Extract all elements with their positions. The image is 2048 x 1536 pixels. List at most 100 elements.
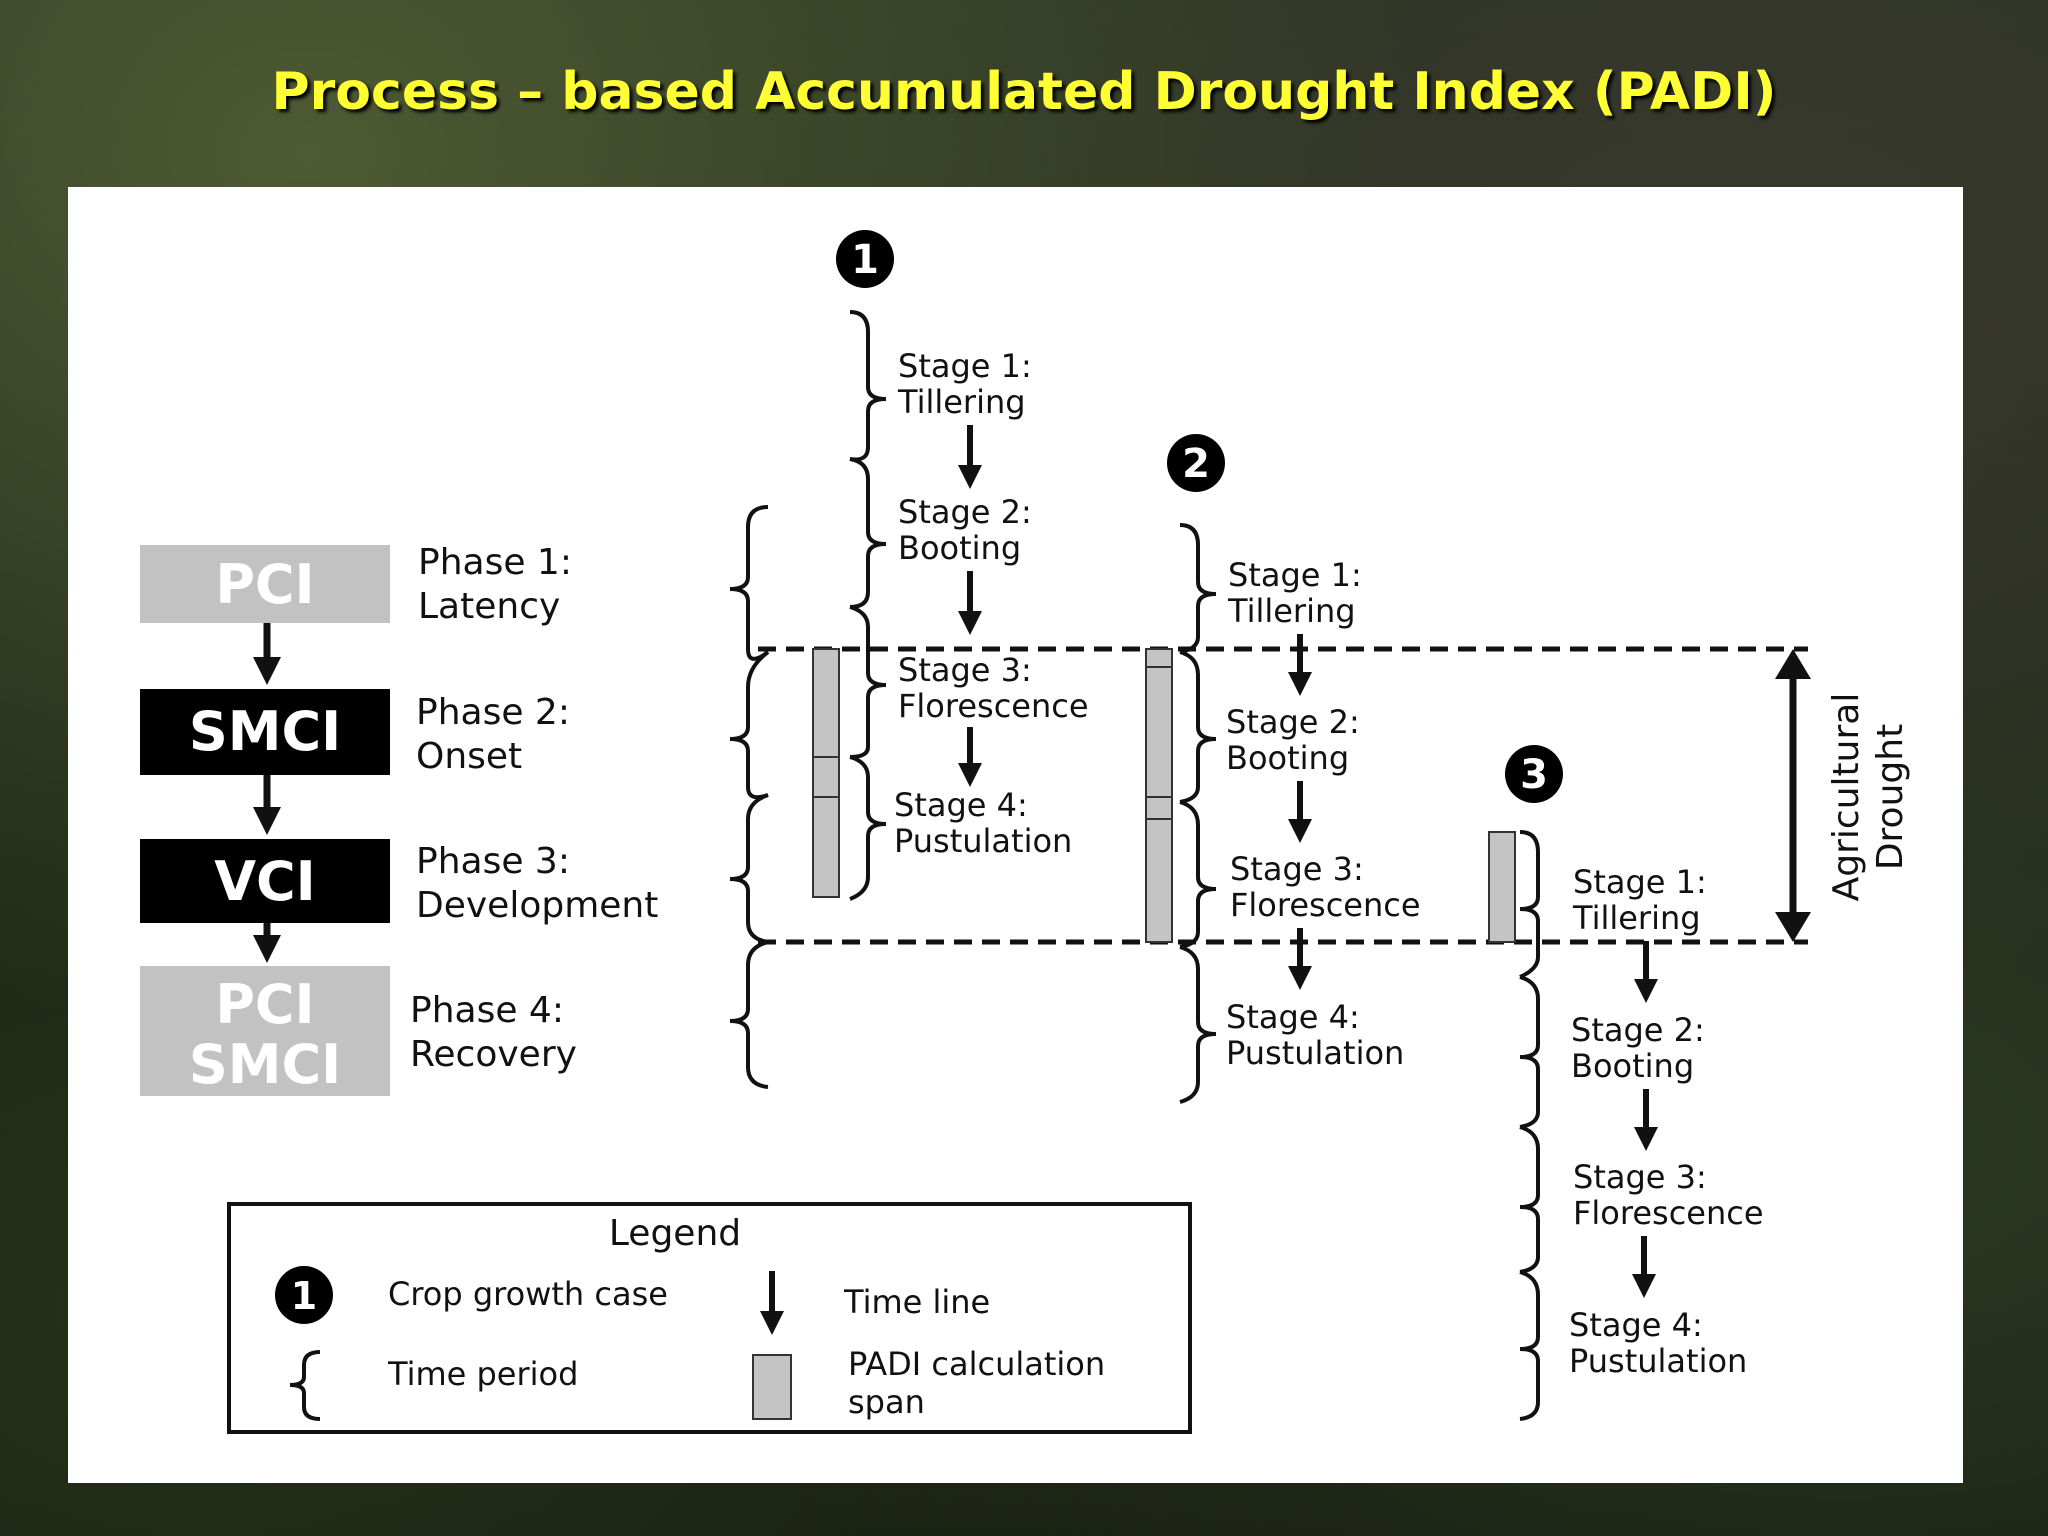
legend-box [227, 1202, 1192, 1434]
case-1-number: 1 [851, 237, 879, 283]
phase-2-desc: Onset [416, 736, 522, 777]
time-period-brace [1179, 523, 1217, 654]
index-label-pci: PCI [215, 553, 314, 616]
case-1-stage-1-name: Stage 1: [898, 347, 1032, 385]
legend-title: Legend [609, 1213, 741, 1254]
arrow-down-icon [1775, 912, 1811, 942]
case-1-stage-1-desc: Tillering [897, 383, 1026, 421]
legend-period-label: Time period [387, 1355, 578, 1393]
index-label-vci: VCI [214, 850, 316, 913]
phase-1-desc: Latency [418, 586, 560, 627]
legend-case-label: Crop growth case [388, 1275, 668, 1313]
index-box-smci-rect [140, 689, 390, 775]
legend-case-number: 1 [291, 1274, 317, 1318]
agri-drought-label: Agricultural Drought [1826, 693, 1911, 902]
phase-1-name: Phase 1: [418, 542, 572, 583]
padi-span-bar [812, 648, 840, 898]
phase-brace-group [729, 505, 770, 1089]
time-period-brace [849, 457, 887, 609]
index-box-vci-rect [140, 839, 390, 923]
phase-2: Phase 2: Onset [416, 692, 570, 777]
case-1-stage-3-name: Stage 3: [898, 651, 1032, 689]
agri-drought-label-line1: Agricultural [1826, 693, 1867, 902]
legend-case-marker [275, 1266, 333, 1324]
phase-3-name: Phase 3: [416, 841, 570, 882]
index-box-smci: SMCI [140, 689, 390, 775]
time-period-brace [849, 605, 887, 759]
case-1-stage-2-name: Stage 2: [898, 493, 1032, 531]
index-box-pci-smci-rect [140, 966, 390, 1096]
padi-span-bar [1145, 648, 1173, 943]
case-1: 1 Stage 1: Tillering Stage 2: Booting St… [812, 230, 1089, 901]
case-2-stage-2-desc: Booting [1226, 739, 1349, 777]
case-3-stage-2-desc: Booting [1571, 1047, 1694, 1085]
case-1-stage-4-name: Stage 4: [894, 786, 1028, 824]
case-2-stage-4-desc: Pustulation [1226, 1034, 1404, 1072]
case-3-stage-1-name: Stage 1: [1573, 863, 1707, 901]
case-3-stage-1-desc: Tillering [1572, 899, 1701, 937]
case-2-marker [1167, 434, 1225, 492]
phase-1: Phase 1: Latency [418, 542, 572, 627]
case-2-stage-3-desc: Florescence [1230, 886, 1421, 924]
time-period-brace [729, 650, 770, 800]
case-2: 2 Stage 1: Tillering Stage 2: Booting St… [1145, 434, 1421, 1104]
phase-4-desc: Recovery [410, 1034, 577, 1075]
time-period-brace [1519, 1270, 1540, 1421]
time-period-brace [1519, 830, 1540, 979]
phase-3: Phase 3: Development [416, 841, 658, 926]
legend-span-label-line2: span [848, 1383, 925, 1421]
phase-4: Phase 4: Recovery [410, 990, 577, 1075]
index-box-pci-rect [140, 545, 390, 623]
time-period-brace [1179, 650, 1217, 804]
case-3-braces [1519, 830, 1540, 1421]
legend-time-period-brace-icon [289, 1350, 321, 1421]
case-3-number: 3 [1520, 752, 1548, 798]
case-3: 3 Stage 1: Tillering Stage 2: Booting St… [1488, 745, 1764, 1421]
time-period-brace [1179, 800, 1217, 949]
time-period-brace [729, 793, 769, 944]
case-3-stage-4-desc: Pustulation [1569, 1342, 1747, 1380]
slide-title: Process – based Accumulated Drought Inde… [271, 62, 1777, 122]
case-2-stage-3-name: Stage 3: [1230, 850, 1364, 888]
time-period-brace [729, 505, 770, 661]
legend-timeline-label: Time line [843, 1283, 990, 1321]
index-label-smci-2: SMCI [189, 1033, 341, 1096]
case-3-stage-2-name: Stage 2: [1571, 1011, 1705, 1049]
case-1-braces [849, 310, 887, 901]
case-1-stage-4-desc: Pustulation [894, 822, 1072, 860]
index-box-vci: VCI [140, 839, 390, 923]
case-2-stage-2-name: Stage 2: [1226, 703, 1360, 741]
case-2-number: 2 [1182, 441, 1210, 487]
index-box-pci-smci: PCI SMCI [140, 966, 390, 1096]
case-3-stage-3-name: Stage 3: [1573, 1158, 1707, 1196]
case-1-marker [836, 230, 894, 288]
time-period-brace [849, 310, 887, 462]
diagram-panel: PCI SMCI VCI PCI SMCI Phase 1: Latency P… [68, 187, 1963, 1483]
time-period-brace [1179, 945, 1217, 1104]
phase-2-name: Phase 2: [416, 692, 570, 733]
legend-span-bar-icon [752, 1354, 792, 1420]
phase-3-desc: Development [416, 885, 658, 926]
legend: Legend 1 Crop growth case Time line Time… [227, 1202, 1192, 1434]
time-period-brace [1519, 1125, 1540, 1274]
case-1-stage-3-desc: Florescence [898, 687, 1089, 725]
case-1-stage-2-desc: Booting [898, 529, 1021, 567]
agri-drought-label-line2: Drought [1870, 724, 1911, 870]
padi-span-bar [1488, 831, 1516, 943]
case-2-stage-1-name: Stage 1: [1228, 556, 1362, 594]
case-2-stage-1-desc: Tillering [1227, 592, 1356, 630]
time-period-brace [1519, 975, 1540, 1129]
time-period-brace [849, 755, 887, 901]
phase-4-name: Phase 4: [410, 990, 564, 1031]
case-2-stage-4-name: Stage 4: [1226, 998, 1360, 1036]
case-3-stage-4-name: Stage 4: [1569, 1306, 1703, 1344]
case-3-marker [1505, 745, 1563, 803]
arrow-up-icon [1775, 649, 1811, 679]
index-label-smci: SMCI [189, 700, 341, 763]
padi-diagram: PCI SMCI VCI PCI SMCI Phase 1: Latency P… [140, 230, 1911, 1434]
time-period-brace [729, 940, 769, 1089]
case-2-braces [1179, 523, 1217, 1104]
legend-span-label-line1: PADI calculation [848, 1345, 1105, 1383]
index-label-pci-2: PCI [215, 973, 314, 1036]
index-box-pci: PCI [140, 545, 390, 623]
